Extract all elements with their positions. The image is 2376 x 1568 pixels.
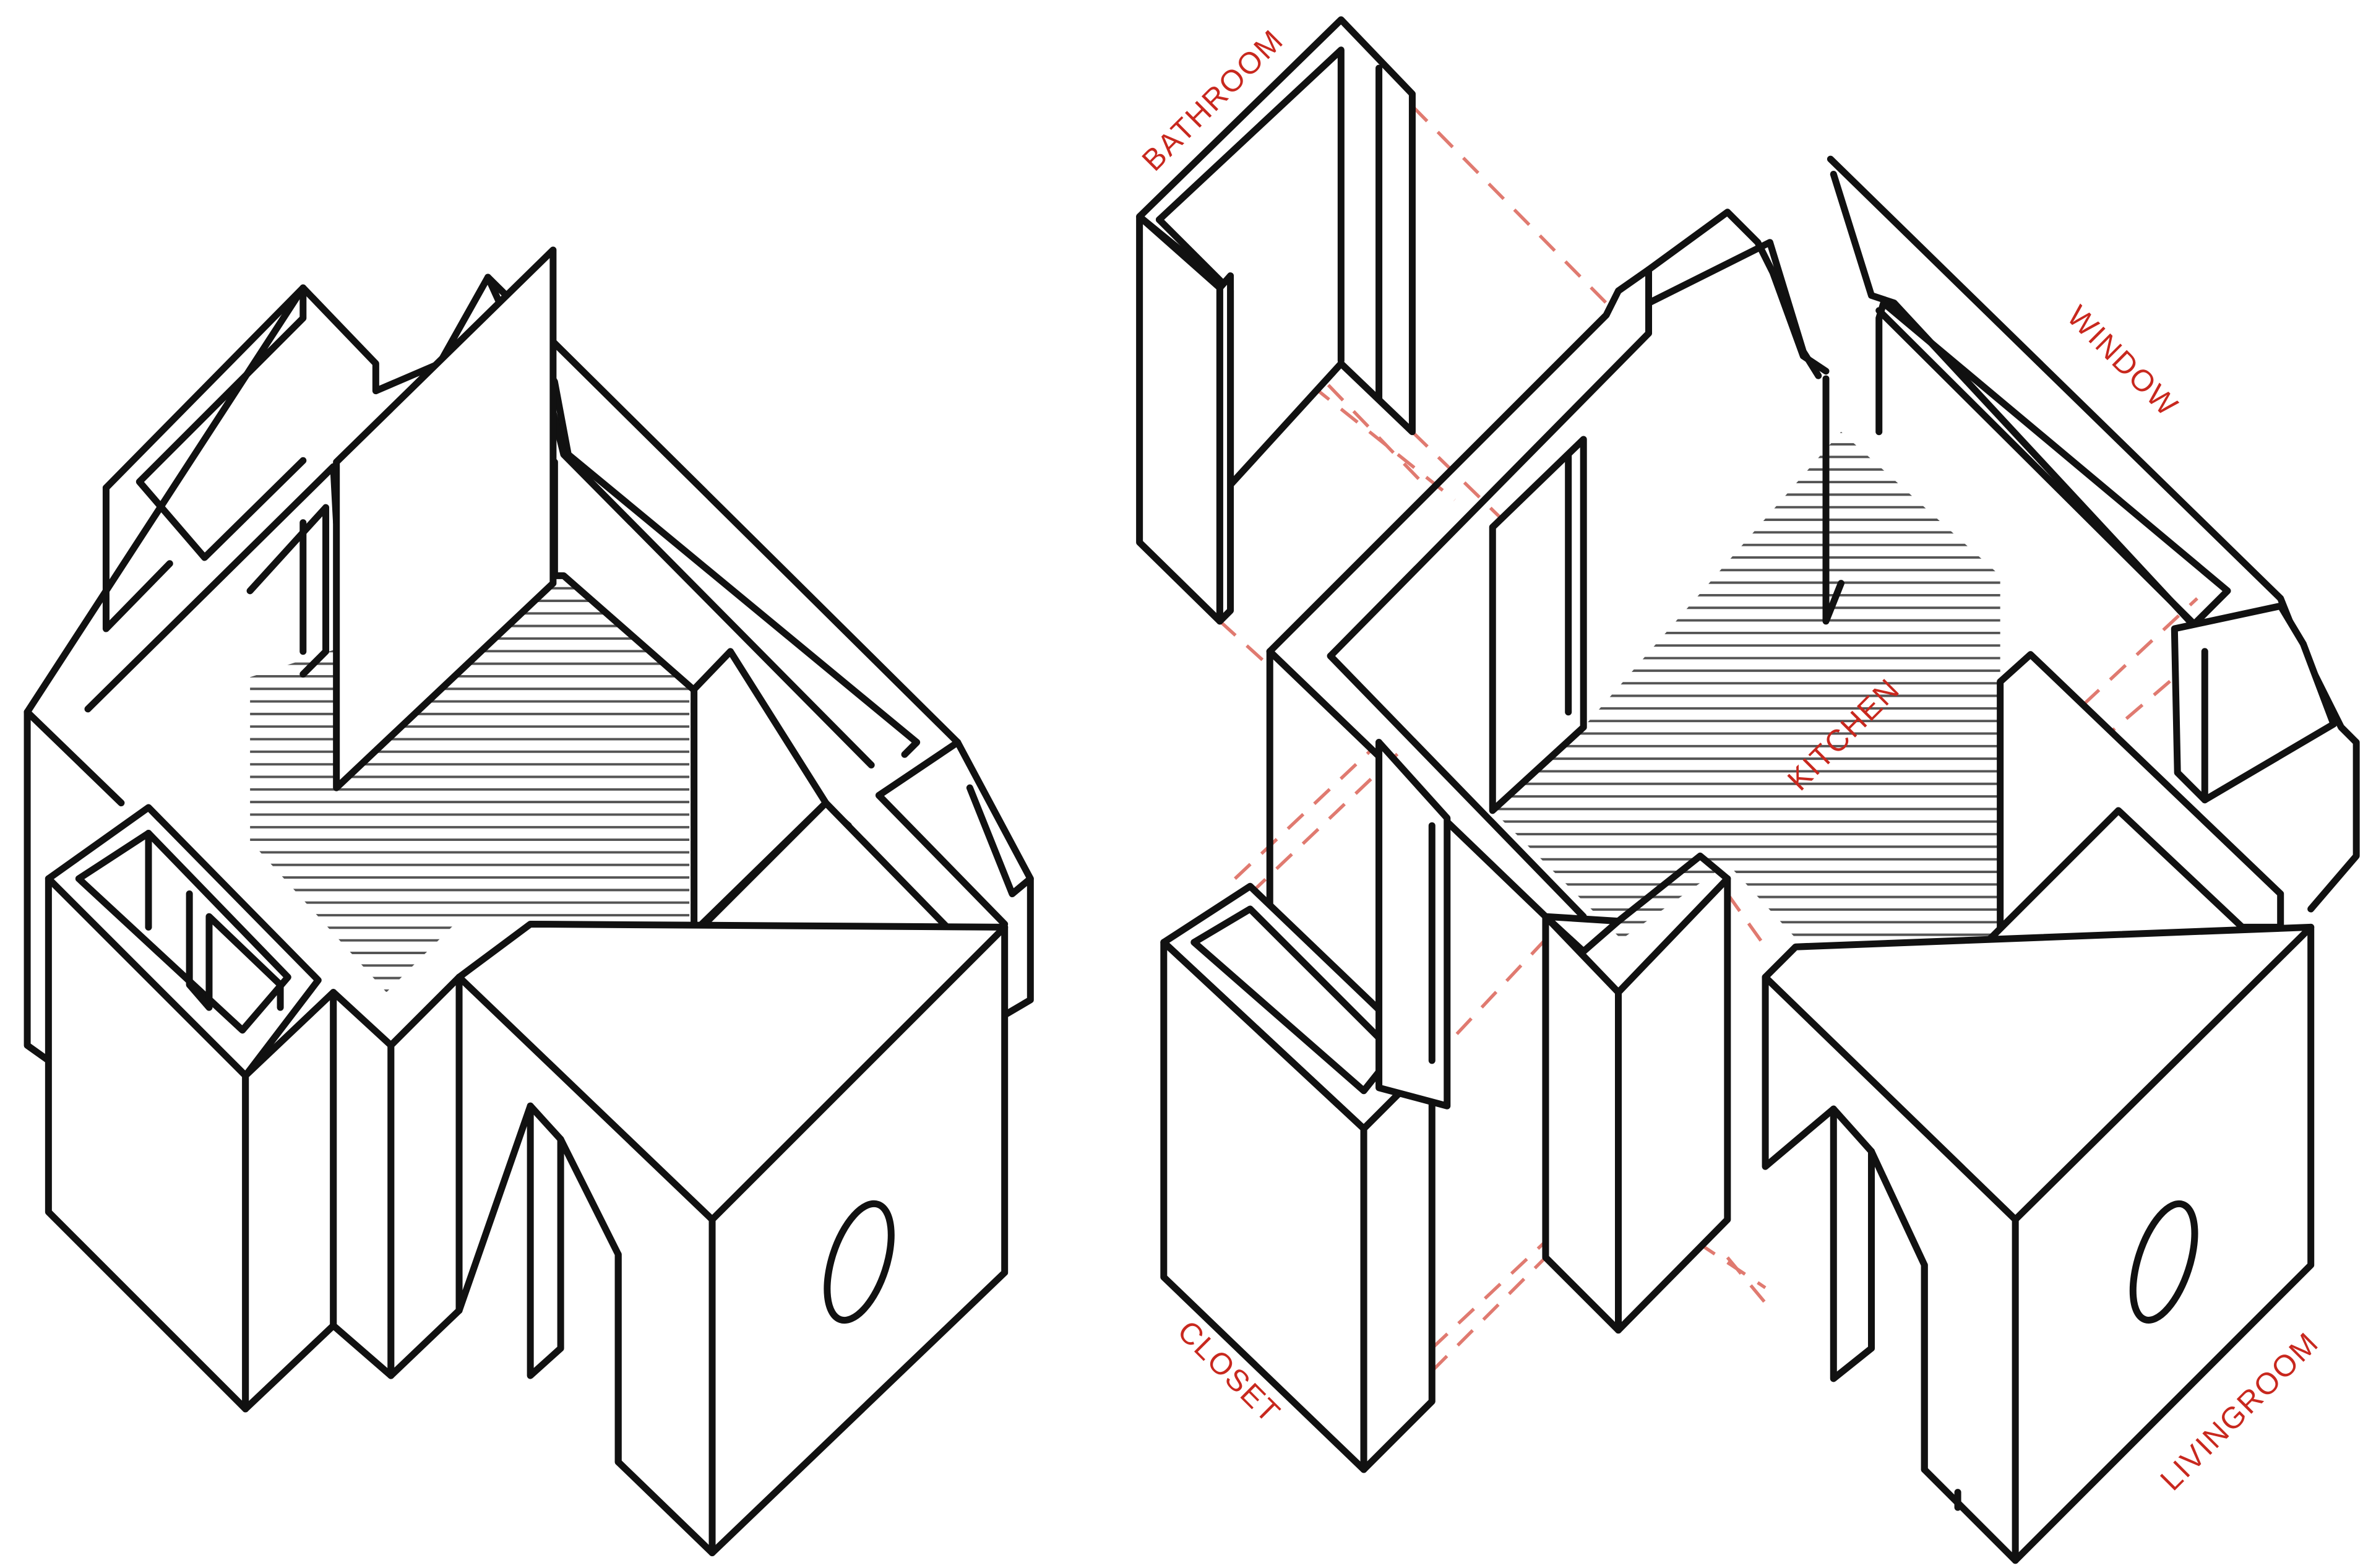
exploded-livingroom: [1762, 923, 2315, 1564]
assembled-model: [24, 246, 1034, 1557]
exploded-pillar: [1542, 875, 1731, 1334]
exploded-kitchen-walls: [1266, 155, 2360, 913]
assembled-partition: [246, 246, 557, 791]
exploded-closet: [1160, 739, 1451, 1473]
assembled-closet: [45, 804, 463, 1413]
exploded-bathroom: [1136, 16, 1416, 625]
exploded-model: BATHROOM WINDOW KITCHEN CLOSET LIVINGROO…: [1136, 16, 2360, 1564]
assembled-livingroom: [455, 920, 1009, 1557]
